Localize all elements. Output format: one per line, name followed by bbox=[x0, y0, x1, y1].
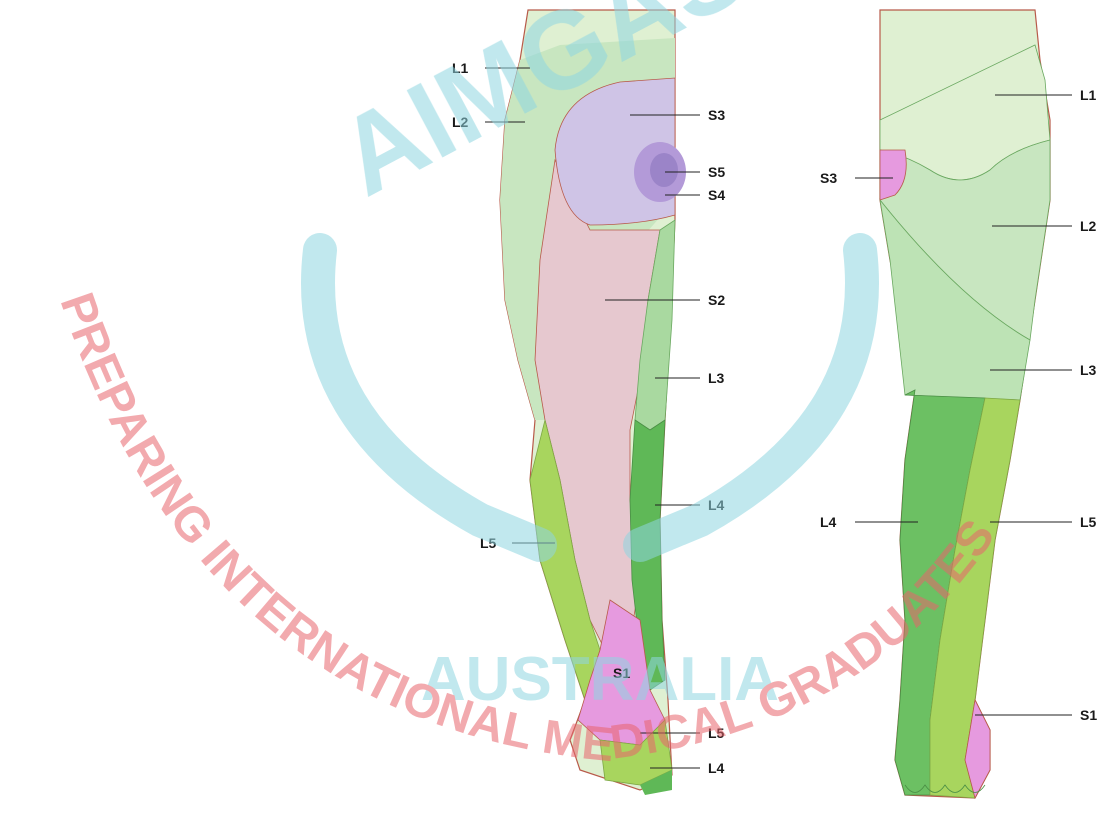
label-S4: S4 bbox=[708, 187, 725, 203]
label-L5-anterior: L5 bbox=[1080, 514, 1097, 530]
label-L3-posterior: L3 bbox=[708, 370, 725, 386]
label-S2: S2 bbox=[708, 292, 725, 308]
label-L1-anterior: L1 bbox=[1080, 87, 1097, 103]
label-S1-anterior: S1 bbox=[1080, 707, 1097, 723]
label-S5: S5 bbox=[708, 164, 725, 180]
label-L2-anterior: L2 bbox=[1080, 218, 1097, 234]
dermatome-S5 bbox=[650, 153, 678, 187]
label-S3-posterior: S3 bbox=[708, 107, 725, 123]
label-L3-anterior: L3 bbox=[1080, 362, 1097, 378]
label-L4-foot: L4 bbox=[708, 760, 725, 776]
label-S3-anterior: S3 bbox=[820, 170, 837, 186]
label-L4-anterior: L4 bbox=[820, 514, 837, 530]
